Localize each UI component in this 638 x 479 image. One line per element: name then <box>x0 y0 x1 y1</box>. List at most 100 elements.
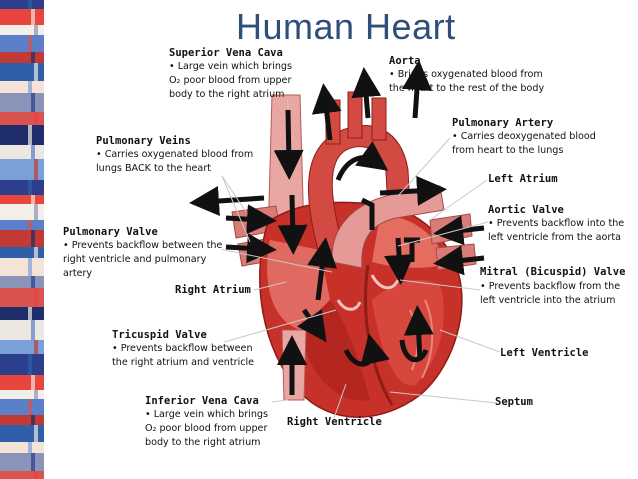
stripe-accent <box>31 9 35 25</box>
stripe <box>0 390 44 399</box>
stripe-accent <box>34 112 38 125</box>
stripe <box>0 180 44 195</box>
ivc-label: Inferior Vena Cava <box>145 395 259 407</box>
valve-shape-2 <box>336 299 362 311</box>
stripe-accent <box>34 204 38 220</box>
stripe <box>0 204 44 220</box>
aortic-valve-label: Aortic Valve <box>488 204 564 216</box>
stripe-accent <box>28 125 32 145</box>
stripe <box>0 415 44 425</box>
svc-desc-line: body to the right atrium <box>169 89 285 100</box>
stripe-accent <box>31 320 35 340</box>
stripe-accent <box>28 258 32 276</box>
stripe <box>0 112 44 125</box>
svc-desc-line: O₂ poor blood from upper <box>169 75 292 86</box>
stripe <box>0 307 44 320</box>
stripe <box>0 425 44 442</box>
pulmonary-valve-desc-line: • Prevents backflow between the <box>63 240 223 251</box>
ivc-desc-line: O₂ poor blood from upper <box>145 423 268 434</box>
stripe-accent <box>28 35 32 52</box>
right-ventricle-label: Right Ventricle <box>287 416 382 428</box>
stripe-accent <box>31 230 35 247</box>
pulmonary-valve-desc-line: artery <box>63 268 93 279</box>
left-atrium-label: Left Atrium <box>488 173 558 185</box>
decorative-stripe-band <box>0 0 44 479</box>
stripe-accent <box>28 81 32 93</box>
tricuspid-valve-label: Tricuspid Valve <box>112 329 207 341</box>
ivc-desc-line: • Large vein which brings <box>145 409 268 420</box>
aorta-branch-3 <box>371 97 387 141</box>
stripe <box>0 354 44 375</box>
aorta-desc-line: the heart to the rest of the body <box>389 83 545 94</box>
stripe-accent <box>31 145 35 159</box>
mitral-valve-description: • Prevents backflow from the left ventri… <box>480 280 620 308</box>
stripe-accent <box>34 247 38 258</box>
aortic-valve-desc-line: left ventricle from the aorta <box>488 232 622 243</box>
tricuspid-valve-desc-line: the right atrium and ventricle <box>112 357 255 368</box>
pulmonary-artery-desc-line: from heart to the lungs <box>452 145 564 156</box>
stripe-accent <box>31 52 35 63</box>
stripe-accent <box>34 159 38 180</box>
tricuspid-valve-desc-line: • Prevents backflow between <box>112 343 253 354</box>
pulmonary-artery-desc-line: • Carries deoxygenated blood <box>452 131 596 142</box>
mitral-valve-desc-line: • Prevents backflow from the <box>480 281 621 292</box>
pulmonary-veins-description: • Carries oxygenated blood from lungs BA… <box>96 148 253 176</box>
pulmonary-artery-label: Pulmonary Artery <box>452 117 554 129</box>
stripe-accent <box>34 425 38 442</box>
pulmonary-veins-label: Pulmonary Veins <box>96 135 191 147</box>
stripe-accent <box>34 340 38 354</box>
mitral-valve-desc-line: left ventricle into the atrium <box>480 295 616 306</box>
stripe <box>0 340 44 354</box>
stripe <box>0 25 44 35</box>
stripe-accent <box>34 288 38 307</box>
stripe <box>0 195 44 204</box>
pulmonary-veins-right-shape <box>429 213 473 245</box>
stripe-accent <box>28 354 32 375</box>
pulmonary-valve-desc-line: right ventricle and pulmonary <box>63 254 207 265</box>
stripe <box>0 288 44 307</box>
stripe-accent <box>34 25 38 35</box>
stripe-accent <box>34 390 38 399</box>
page-title: Human Heart <box>236 6 456 47</box>
aorta-branch-1 <box>325 99 341 145</box>
stripe-accent <box>28 307 32 320</box>
stripe-accent <box>31 93 35 112</box>
inferior-vena-cava-shape <box>281 329 307 401</box>
stripe <box>0 399 44 415</box>
stripe-accent <box>28 399 32 415</box>
stripe <box>0 442 44 453</box>
aorta-label: Aorta <box>389 55 421 67</box>
aortic-valve-description: • Prevents backflow into the left ventri… <box>488 217 624 245</box>
right-atrium-label: Right Atrium <box>175 284 251 296</box>
ivc-desc-line: body to the right atrium <box>145 437 261 448</box>
ivc-description: • Large vein which brings O₂ poor blood … <box>145 408 268 450</box>
aorta-branch-2 <box>347 91 363 139</box>
stripe-accent <box>28 0 32 9</box>
stripe <box>0 52 44 63</box>
stripe <box>0 220 44 230</box>
stripe <box>0 247 44 258</box>
aorta-desc-line: • Brings oxygenated blood from <box>389 69 543 80</box>
stripe-accent <box>31 276 35 288</box>
stripe <box>0 81 44 93</box>
aortic-valve-desc-line: • Prevents backflow into the <box>488 218 625 229</box>
stripe-accent <box>31 415 35 425</box>
stripe-accent <box>31 453 35 471</box>
pulmonary-artery-description: • Carries deoxygenated blood from heart … <box>452 130 596 158</box>
svc-label: Superior Vena Cava <box>169 47 283 59</box>
pulmonary-valve-label: Pulmonary Valve <box>63 226 158 238</box>
stripe <box>0 471 44 479</box>
stripe <box>0 35 44 52</box>
stripe <box>0 0 44 9</box>
pulmonary-veins-right-shape-2 <box>435 243 477 271</box>
stripe-accent <box>34 63 38 81</box>
septum-label: Septum <box>495 396 533 408</box>
stripe-accent <box>28 220 32 230</box>
stripe <box>0 125 44 145</box>
stripe-accent <box>28 180 32 195</box>
stripe-accent <box>34 471 38 479</box>
stripe-accent <box>31 195 35 204</box>
stripe <box>0 63 44 81</box>
svc-desc-line: • Large vein which brings <box>169 61 292 72</box>
mitral-valve-label: Mitral (Bicuspid) Valve <box>480 266 626 278</box>
